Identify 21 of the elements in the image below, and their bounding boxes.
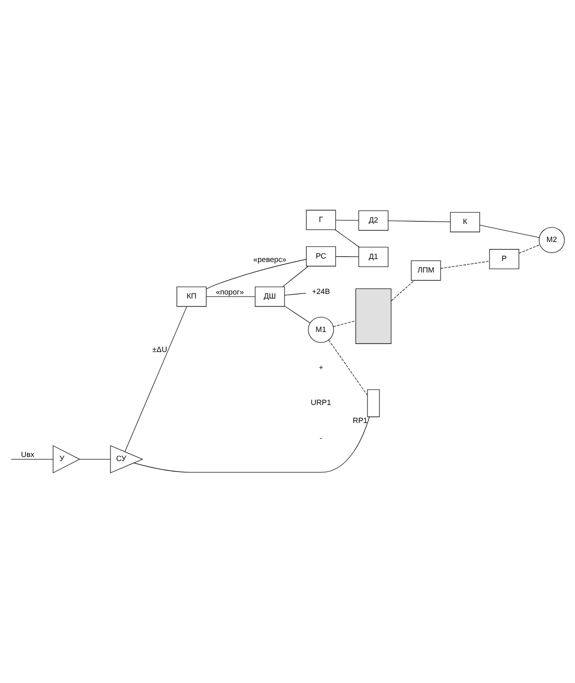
connector [284, 306, 310, 324]
connector [328, 340, 368, 396]
connector [206, 259, 306, 290]
connector [282, 266, 308, 287]
connector [79, 458, 111, 460]
connector [480, 224, 540, 238]
connector [388, 220, 451, 222]
connector [335, 220, 359, 221]
connector [335, 256, 359, 258]
connector [206, 296, 256, 297]
connector [440, 260, 490, 269]
node-box [355, 288, 392, 344]
connector [284, 292, 306, 296]
connector [10, 458, 54, 460]
connector [390, 280, 414, 302]
connector [333, 320, 356, 327]
connector [335, 230, 360, 248]
connector [124, 306, 188, 452]
connector [518, 244, 540, 254]
connector [134, 416, 370, 473]
node-box [367, 389, 380, 418]
